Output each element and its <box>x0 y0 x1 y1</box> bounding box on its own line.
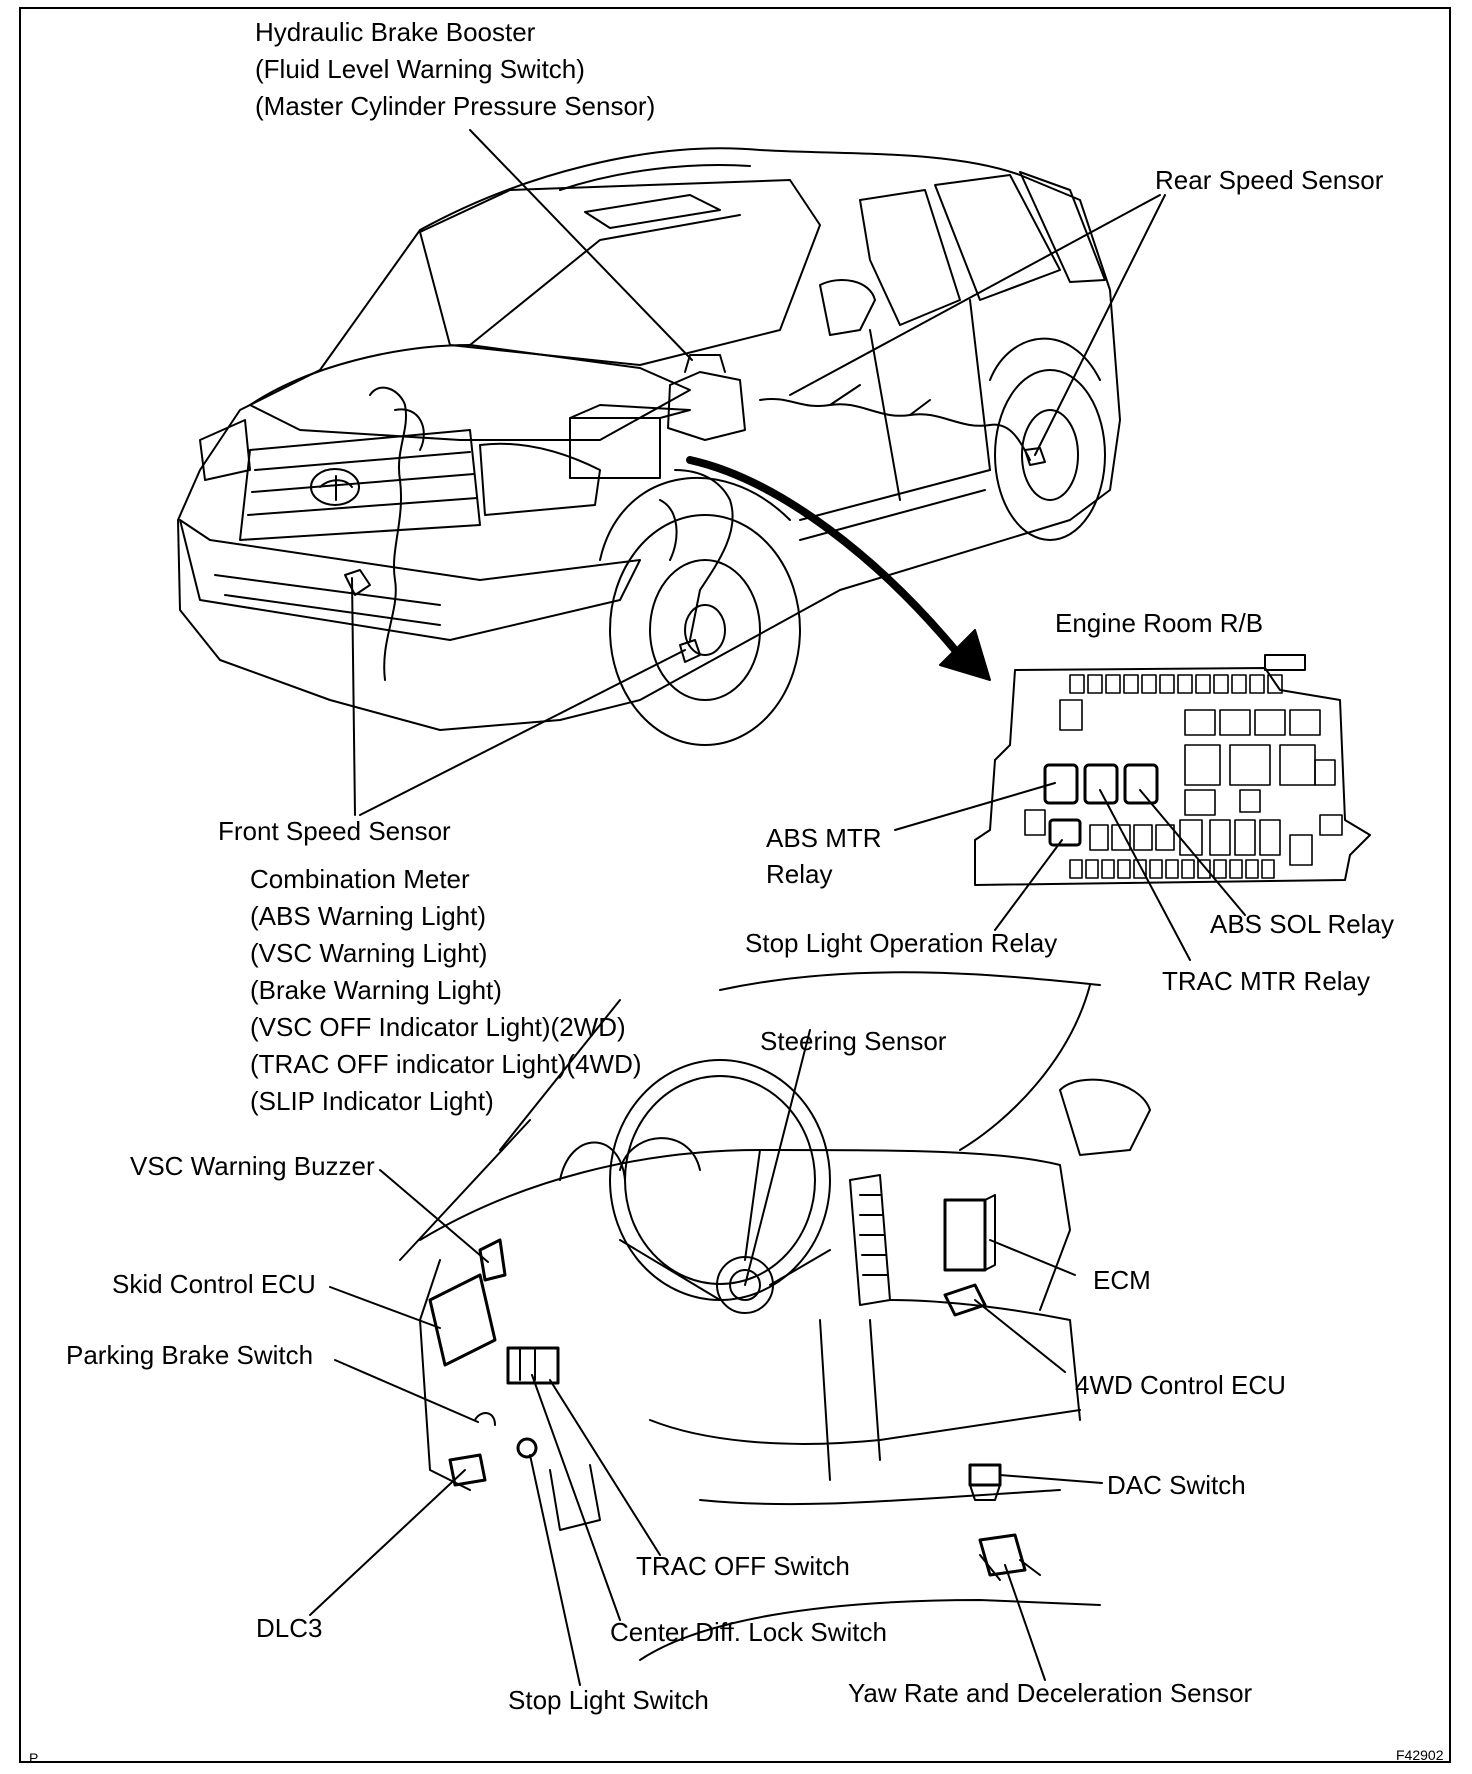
label-vsc-off-indicator: (VSC OFF Indicator Light)(2WD) <box>250 1012 626 1042</box>
label-master-cylinder-pressure-sensor: (Master Cylinder Pressure Sensor) <box>255 91 656 121</box>
label-trac-off-indicator: (TRAC OFF indicator Light)(4WD) <box>250 1049 642 1079</box>
leader-lines <box>309 129 1246 1686</box>
label-yaw-rate-deceleration-sensor: Yaw Rate and Deceleration Sensor <box>848 1678 1253 1708</box>
figure-code: F42902 <box>1396 1747 1444 1763</box>
label-4wd-control-ecu: 4WD Control ECU <box>1075 1370 1286 1400</box>
label-steering-sensor: Steering Sensor <box>760 1026 947 1056</box>
page-mark: P <box>29 1750 39 1766</box>
dashboard-illustration <box>399 971 1151 1661</box>
label-trac-mtr-relay: TRAC MTR Relay <box>1162 966 1371 996</box>
label-parking-brake-switch: Parking Brake Switch <box>66 1340 314 1370</box>
label-brake-warning-light: (Brake Warning Light) <box>250 975 502 1005</box>
label-ecm: ECM <box>1093 1265 1151 1295</box>
label-rear-speed-sensor: Rear Speed Sensor <box>1155 165 1384 195</box>
label-stop-light-operation-relay: Stop Light Operation Relay <box>745 928 1058 958</box>
label-abs-mtr-relay-line2: Relay <box>766 859 833 889</box>
label-engine-room-rb: Engine Room R/B <box>1055 608 1264 638</box>
label-dac-switch: DAC Switch <box>1107 1470 1246 1500</box>
label-dlc3: DLC3 <box>256 1613 323 1643</box>
label-abs-mtr-relay-line1: ABS MTR <box>766 823 882 853</box>
label-vsc-warning-light: (VSC Warning Light) <box>250 938 488 968</box>
label-front-speed-sensor: Front Speed Sensor <box>218 816 451 846</box>
label-vsc-warning-buzzer: VSC Warning Buzzer <box>130 1151 375 1181</box>
engine-room-rb-illustration <box>974 654 1371 886</box>
vehicle-illustration <box>177 147 1121 746</box>
label-stop-light-switch: Stop Light Switch <box>508 1685 709 1715</box>
figure-frame <box>19 7 1451 1763</box>
label-center-diff-lock-switch: Center Diff. Lock Switch <box>610 1617 887 1647</box>
label-skid-control-ecu: Skid Control ECU <box>112 1269 316 1299</box>
label-trac-off-switch: TRAC OFF Switch <box>636 1551 850 1581</box>
label-abs-sol-relay: ABS SOL Relay <box>1210 909 1395 939</box>
label-combination-meter: Combination Meter <box>250 864 470 894</box>
engine-room-arrow <box>686 456 959 654</box>
label-brake-booster-title: Hydraulic Brake Booster <box>255 17 536 47</box>
label-fluid-level-warning-switch: (Fluid Level Warning Switch) <box>255 54 585 84</box>
label-abs-warning-light: (ABS Warning Light) <box>250 901 487 931</box>
label-slip-indicator: (SLIP Indicator Light) <box>250 1086 494 1116</box>
